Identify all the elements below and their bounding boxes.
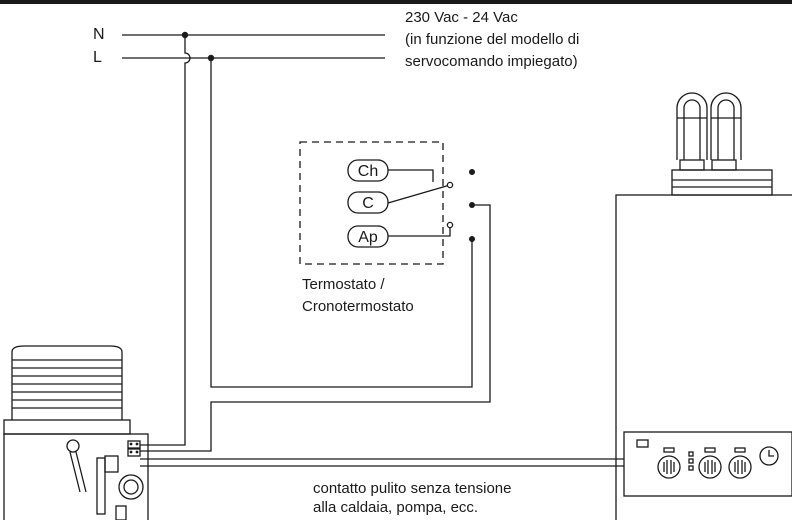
- neutral-drop-wire: [140, 35, 191, 446]
- valve-base: [3, 419, 131, 435]
- contact-note-line2: alla caldaia, pompa, ecc.: [313, 499, 479, 516]
- terminal-dot-2: [469, 202, 475, 208]
- terminal-dot-1: [469, 169, 475, 175]
- knob-icon: [728, 455, 752, 479]
- boiler-body: [615, 194, 792, 520]
- thermostat-caption-line1: Termostato /: [302, 276, 385, 293]
- terminal-dot-3: [469, 236, 475, 242]
- live-label: L: [93, 49, 102, 66]
- clock-icon: [759, 446, 779, 466]
- contact-note-line1: contatto pulito senza tensione: [313, 480, 512, 497]
- terminal-ap-label: Ap: [358, 229, 378, 246]
- terminal-ch-label: Ch: [358, 163, 378, 180]
- knob-icon: [657, 455, 681, 479]
- thermostat-caption-line2: Cronotermostato: [302, 298, 414, 315]
- terminal-c-label: C: [362, 195, 374, 212]
- contact-ap: [446, 221, 454, 229]
- thermostat-c-wire: [140, 204, 491, 452]
- neutral-label: N: [93, 26, 105, 43]
- flue-pipe-left: [676, 92, 708, 160]
- supply-note-line1: 230 Vac - 24 Vac: [405, 9, 518, 26]
- supply-note-line2: (in funzione del modello di: [405, 31, 580, 48]
- boiler-control-panel: [623, 431, 792, 497]
- switch-lever: [387, 184, 451, 204]
- ch-contact-wire: [388, 169, 434, 182]
- thermostat-box: [299, 141, 444, 265]
- ap-contact-wire: [388, 228, 451, 237]
- boiler-collar: [671, 169, 773, 196]
- valve-body: [3, 433, 149, 520]
- knob-icon: [698, 455, 722, 479]
- supply-note-line3: servocomando impiegato): [405, 53, 578, 70]
- flue-pipe-right: [710, 92, 742, 160]
- live-drop-wire: [210, 58, 473, 388]
- valve-actuator-icon: [11, 345, 123, 420]
- contact-ch: [446, 181, 454, 189]
